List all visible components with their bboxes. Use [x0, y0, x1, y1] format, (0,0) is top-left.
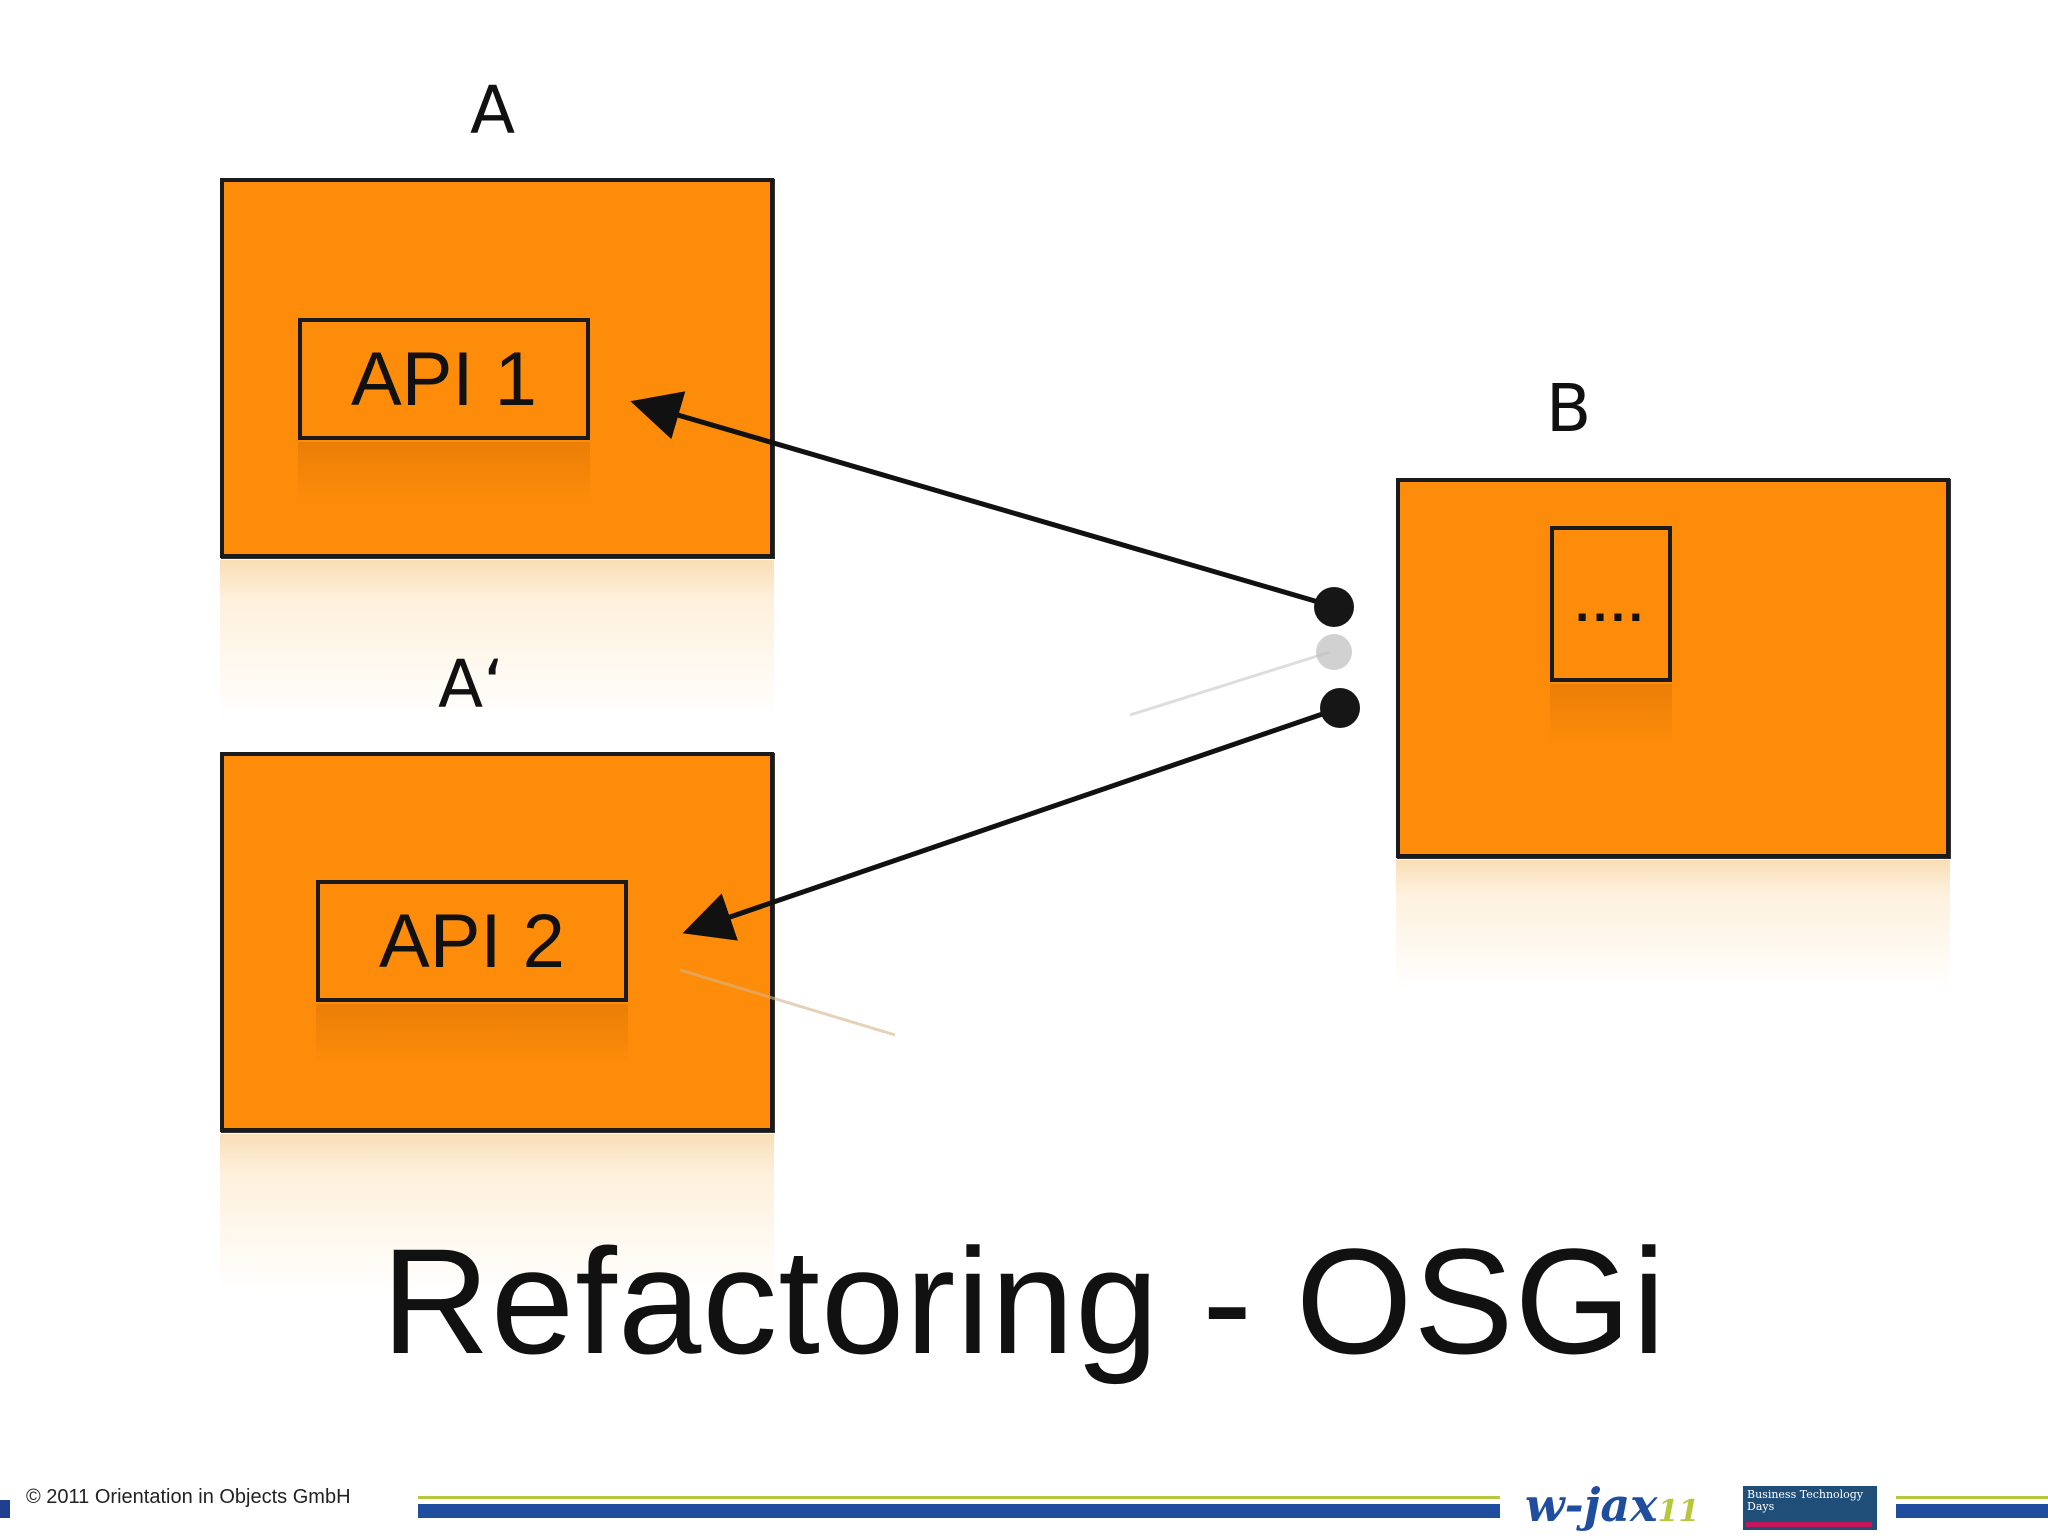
bundle-a-prime-label: A‘ [438, 646, 505, 723]
api-1-reflection [298, 442, 590, 502]
slide-title: Refactoring - OSGi [381, 1217, 1667, 1385]
bundle-b-label: B [1546, 370, 1592, 447]
bundle-a-prime-box [220, 752, 774, 1132]
api-2-label: API 2 [379, 898, 565, 984]
import-dot-upper [1314, 587, 1354, 627]
api-1-label: API 1 [351, 336, 537, 422]
bundle-b-box [1396, 478, 1950, 858]
bundle-b-inner-box: .... [1550, 526, 1672, 682]
api-1-box: API 1 [298, 318, 590, 440]
bundle-a-label: A [470, 72, 516, 149]
arrow-reflection-upper [1129, 650, 1331, 717]
footer-bar-blue [418, 1504, 1500, 1518]
api-2-box: API 2 [316, 880, 628, 1002]
bundle-a-prime-reflection [220, 1134, 774, 1294]
bundle-b-inner-reflection [1550, 684, 1672, 744]
bundle-b-inner-label: .... [1575, 576, 1647, 632]
footer-bar-blue-right [1896, 1504, 2048, 1518]
footer-bar-olive-right [1896, 1496, 2048, 1499]
api-2-reflection [316, 1004, 628, 1064]
dot-reflection [1316, 634, 1352, 670]
footer-copyright: © 2011 Orientation in Objects GmbH [26, 1486, 351, 1508]
bundle-b-reflection [1396, 860, 1950, 990]
arrow-to-api-2 [682, 705, 1341, 941]
footer-left-marker [0, 1500, 10, 1518]
wjax-logo: w-jax11 [1525, 1478, 1700, 1532]
import-dot-lower [1320, 688, 1360, 728]
footer: © 2011 Orientation in Objects GmbH w-jax… [0, 1478, 2048, 1536]
business-technology-days-logo: Business Technology Days [1743, 1486, 1877, 1530]
footer-bar-olive [418, 1496, 1500, 1499]
